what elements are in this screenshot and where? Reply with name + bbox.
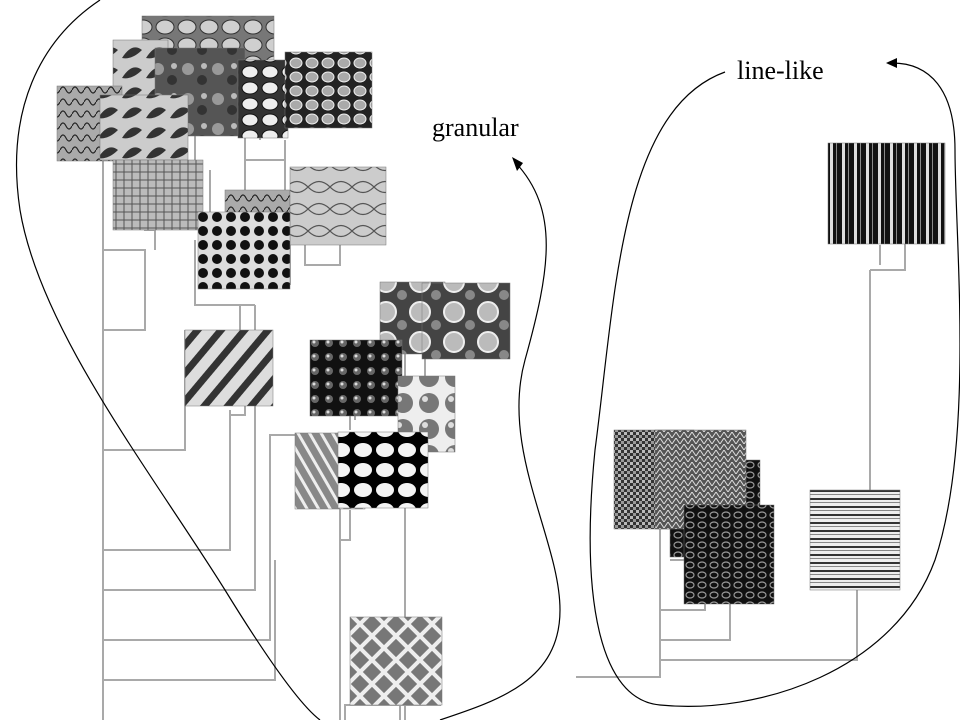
texture-tile: [197, 211, 291, 290]
texture-tile: [184, 329, 274, 407]
texture-tile: [237, 59, 289, 139]
texture-tile: [309, 339, 403, 417]
texture-tile: [289, 166, 387, 246]
granular-label: granular: [432, 113, 519, 142]
texture-tile: [421, 282, 511, 360]
cluster-outlines: [16, 0, 960, 720]
granular-cluster-outline: [16, 0, 561, 720]
texture-tiles: [56, 15, 946, 706]
texture-tile: [349, 616, 443, 706]
texture-tile: [683, 504, 775, 605]
texture-tile: [99, 94, 189, 161]
texture-tile: [112, 159, 204, 231]
line-like-label: line-like: [737, 56, 824, 85]
texture-tile: [337, 431, 429, 509]
texture-tile: [809, 489, 901, 591]
texture-tile: [827, 142, 946, 245]
texture-tile: [284, 51, 373, 129]
line-like-arrowhead: [886, 58, 897, 68]
line-like-cluster-outline: [589, 62, 960, 707]
granular-arrowhead: [512, 157, 523, 171]
arrowheads: [512, 58, 897, 171]
